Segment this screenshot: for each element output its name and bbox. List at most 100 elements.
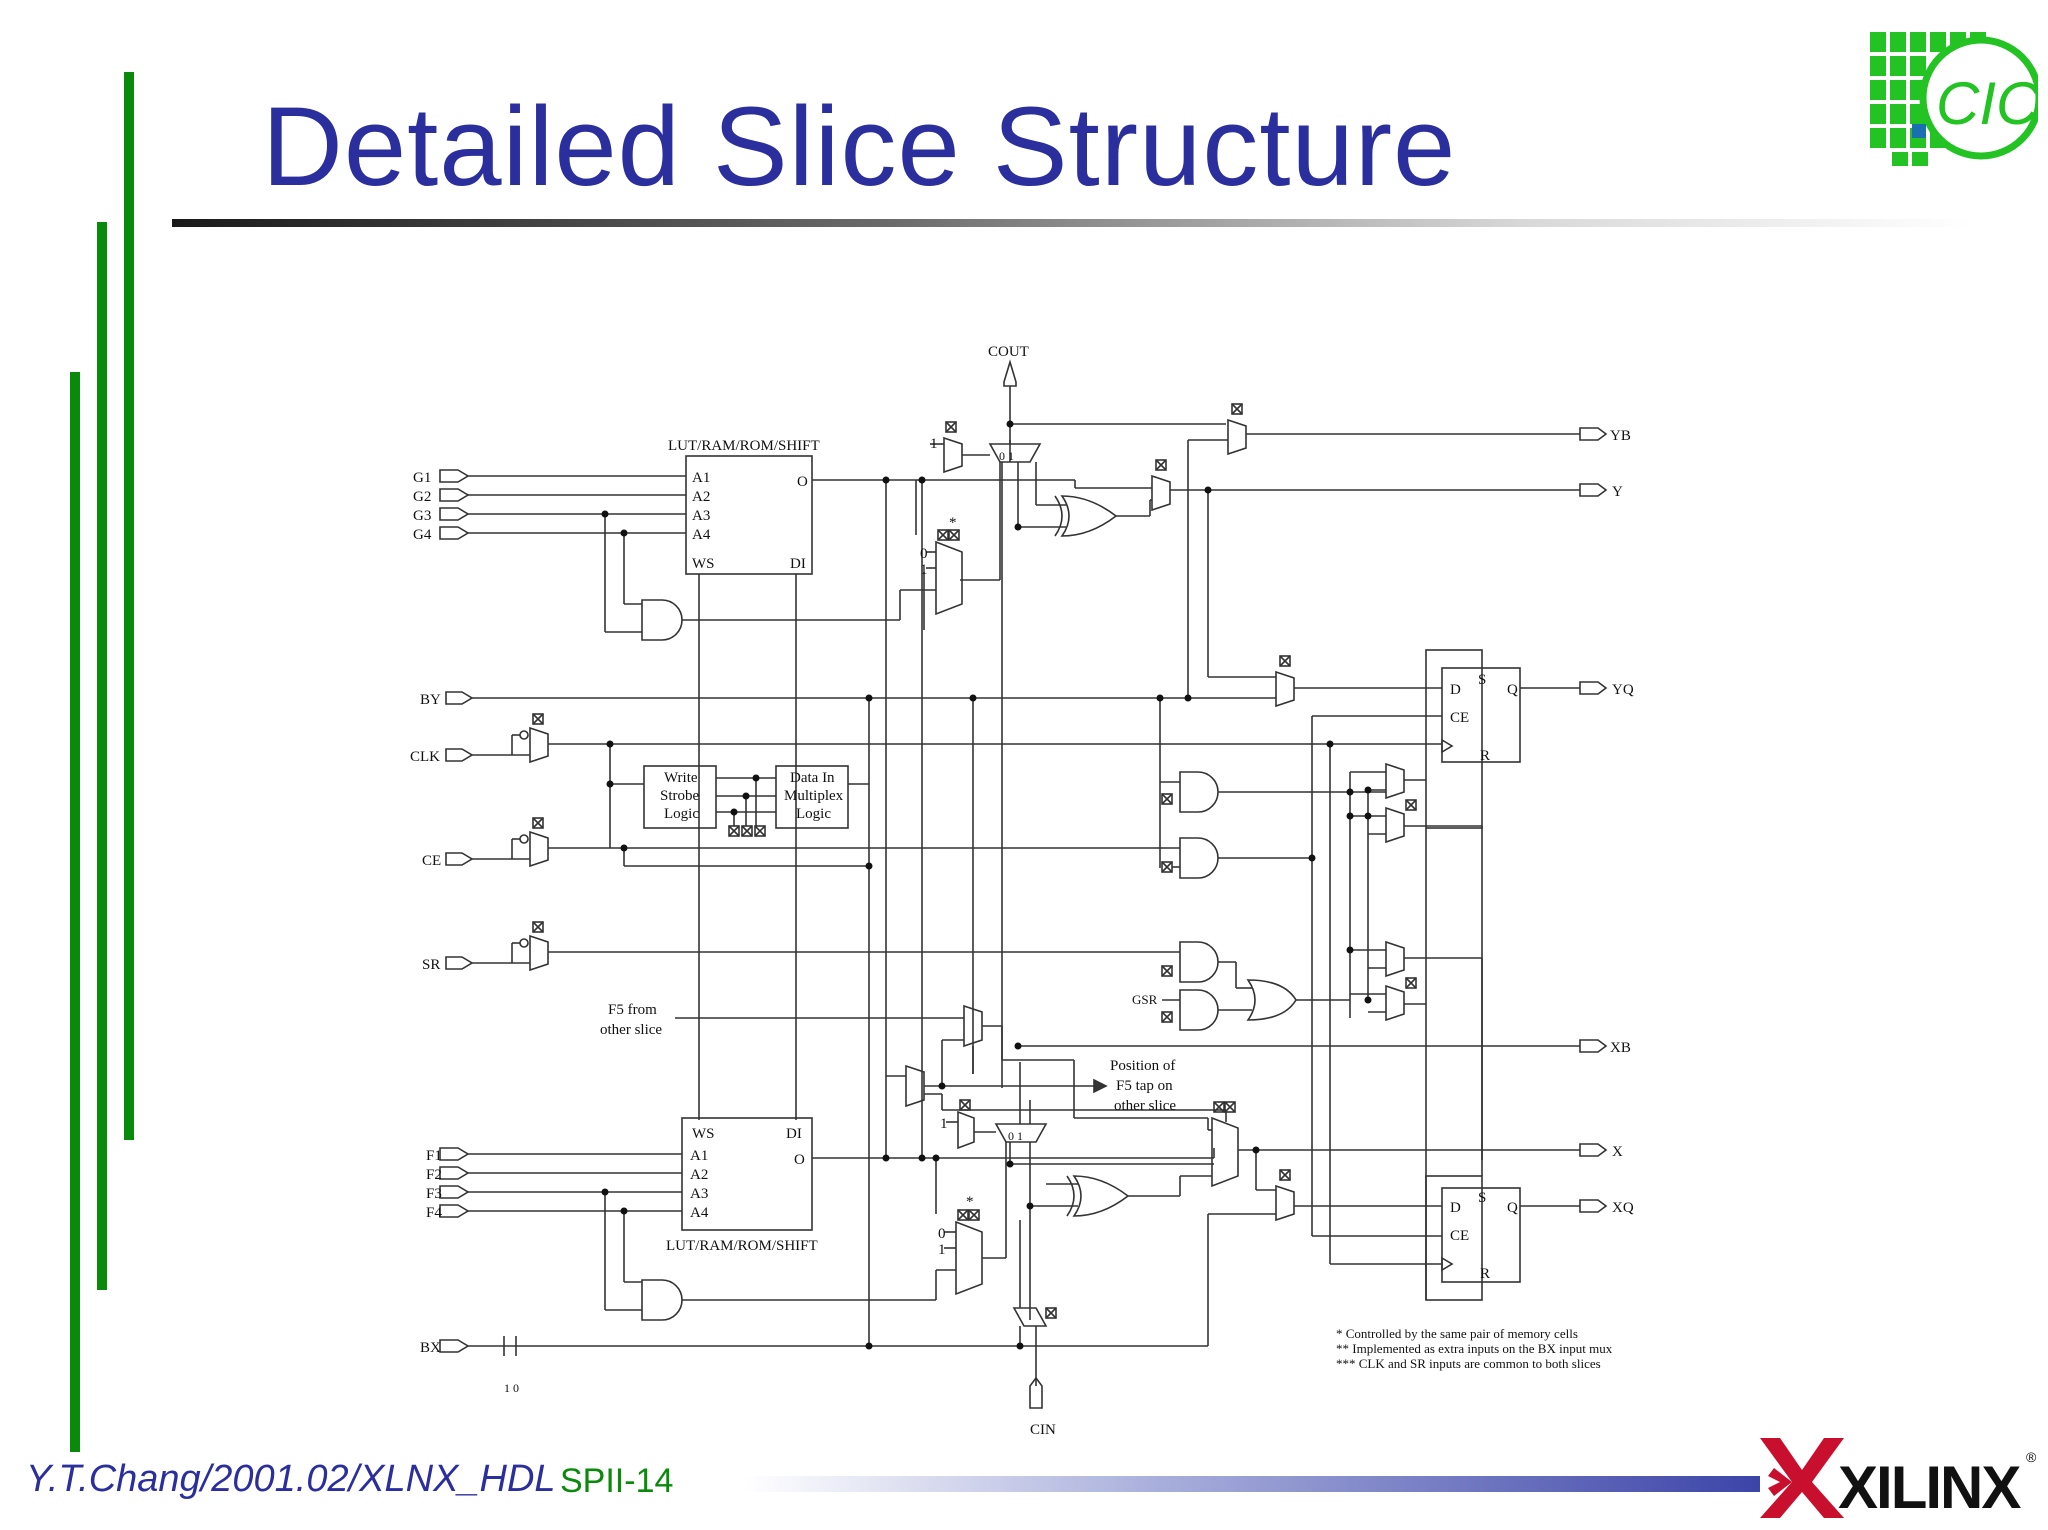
label-ff-bottom-s: S <box>1478 1190 1486 1206</box>
label-bx-pins: 1 0 <box>504 1381 519 1395</box>
label-di-1: Data In <box>790 770 835 786</box>
label-ff-bottom-q: Q <box>1507 1200 1518 1216</box>
xilinx-logo-text: XILINX <box>1838 1454 2021 1520</box>
green-bar-mid <box>97 222 107 1290</box>
label-ff-top-q: Q <box>1507 682 1518 698</box>
xilinx-registered-mark: ® <box>2026 1449 2037 1465</box>
label-y: Y <box>1612 484 1623 500</box>
sr-invert-mux <box>529 934 549 972</box>
label-star-top: * <box>949 515 957 531</box>
label-lut-bottom-a2: A2 <box>690 1167 708 1183</box>
sr-mux-3 <box>1385 940 1405 978</box>
label-lut-bottom-o: O <box>794 1152 805 1168</box>
label-mux-top-1: 1 <box>930 436 938 452</box>
label-lut-top-a3: A3 <box>692 508 710 524</box>
label-yq: YQ <box>1612 682 1634 698</box>
xilinx-logo: XILINX ® <box>1760 1438 2037 1520</box>
xor-gate-top <box>1060 495 1118 537</box>
clk-invert-mux <box>529 726 549 764</box>
label-lut-top-ws: WS <box>692 556 715 572</box>
label-lut-top: LUT/RAM/ROM/SHIFT <box>668 438 820 454</box>
label-lut-top-a2: A2 <box>692 489 710 505</box>
label-f5-tap-3: other slice <box>1114 1098 1176 1114</box>
note-2: ** Implemented as extra inputs on the BX… <box>1336 1341 1613 1356</box>
and-gate-ce <box>1179 837 1219 879</box>
note-1: * Controlled by the same pair of memory … <box>1336 1326 1578 1341</box>
footer-rule <box>745 1476 1760 1492</box>
label-star-bottom: * <box>966 1194 974 1210</box>
ff-bottom <box>1441 1187 1521 1283</box>
label-mux-star-top-0: 0 <box>920 546 928 562</box>
label-x: X <box>1612 1144 1623 1160</box>
label-mux-star-bottom-0: 0 <box>938 1226 946 1242</box>
label-mux-star-bottom-1: 1 <box>938 1242 946 1258</box>
f5-tap-mux <box>905 1064 925 1108</box>
label-f4: F4 <box>426 1205 442 1221</box>
mux-bottom-1 <box>957 1110 975 1150</box>
carry-mux-top <box>988 443 1042 463</box>
label-lut-top-a4: A4 <box>692 527 711 543</box>
label-f5-from-2: other slice <box>600 1022 662 1038</box>
label-ce: CE <box>422 853 441 869</box>
label-clk: CLK <box>410 749 440 765</box>
lut-top-block <box>685 455 813 575</box>
label-lut-bottom-ws: WS <box>692 1126 715 1142</box>
label-ws-1: Write <box>664 770 698 786</box>
data-in-mux-block <box>775 765 849 829</box>
label-xb: XB <box>1610 1040 1631 1056</box>
green-bar-short <box>70 372 80 1452</box>
ce-invert-mux <box>529 830 549 868</box>
label-cin: CIN <box>1030 1422 1056 1438</box>
label-f2: F2 <box>426 1167 442 1183</box>
footer-author: Y.T.Chang/2001.02/XLNX_HDL <box>26 1458 556 1500</box>
label-g1: G1 <box>413 470 431 486</box>
label-di-3: Logic <box>796 806 831 822</box>
ff-top <box>1441 667 1521 763</box>
and-gate-bottom <box>641 1279 683 1321</box>
label-mux-star-top-1: 1 <box>920 562 928 578</box>
and-gate-sr <box>1179 941 1219 983</box>
mux-star-bottom <box>955 1220 983 1296</box>
label-lut-bottom: LUT/RAM/ROM/SHIFT <box>666 1238 818 1254</box>
title-underline <box>172 219 1972 227</box>
sr-mux-2 <box>1385 806 1405 844</box>
mux-ff-bottom <box>1275 1184 1295 1222</box>
mux-x <box>1211 1116 1239 1188</box>
label-carry-top-01: 0 1 <box>999 449 1014 463</box>
label-lut-top-di: DI <box>790 556 806 572</box>
label-f3: F3 <box>426 1186 442 1202</box>
label-ff-bottom-r: R <box>1480 1266 1490 1282</box>
mux-top-1 <box>943 436 963 474</box>
mux-star-top <box>935 540 963 616</box>
label-ff-top-d: D <box>1450 682 1461 698</box>
write-strobe-block <box>643 765 717 829</box>
sr-mux-4 <box>1385 984 1405 1022</box>
label-f5-tap-1: Position of <box>1110 1058 1175 1074</box>
mux-yb <box>1227 418 1247 456</box>
and-gate-top <box>641 599 683 641</box>
green-bar-long <box>124 72 134 1140</box>
lut-bottom-block <box>681 1117 813 1231</box>
label-lut-bottom-a3: A3 <box>690 1186 708 1202</box>
label-ws-3: Logic <box>664 806 699 822</box>
label-gsr: GSR <box>1132 992 1158 1007</box>
label-lut-bottom-a4: A4 <box>690 1205 709 1221</box>
label-g3: G3 <box>413 508 431 524</box>
label-sr: SR <box>422 957 440 973</box>
slide-title: Detailed Slice Structure <box>262 84 1457 209</box>
label-yb: YB <box>1610 428 1631 444</box>
label-ff-bottom-ce: CE <box>1450 1228 1469 1244</box>
cic-logo: CIC <box>1870 32 2038 166</box>
label-di-2: Multiplex <box>784 788 844 804</box>
and-gate-gsr <box>1179 989 1219 1031</box>
label-lut-top-o: O <box>797 474 808 490</box>
note-3: *** CLK and SR inputs are common to both… <box>1336 1356 1601 1371</box>
f5-mux <box>963 1004 983 1048</box>
label-lut-bottom-a1: A1 <box>690 1148 708 1164</box>
label-cout: COUT <box>988 344 1029 360</box>
label-ws-2: Strobe <box>660 788 700 804</box>
or-gate-sr <box>1246 979 1297 1021</box>
label-lut-bottom-di: DI <box>786 1126 802 1142</box>
label-f5-tap-2: F5 tap on <box>1116 1078 1173 1094</box>
